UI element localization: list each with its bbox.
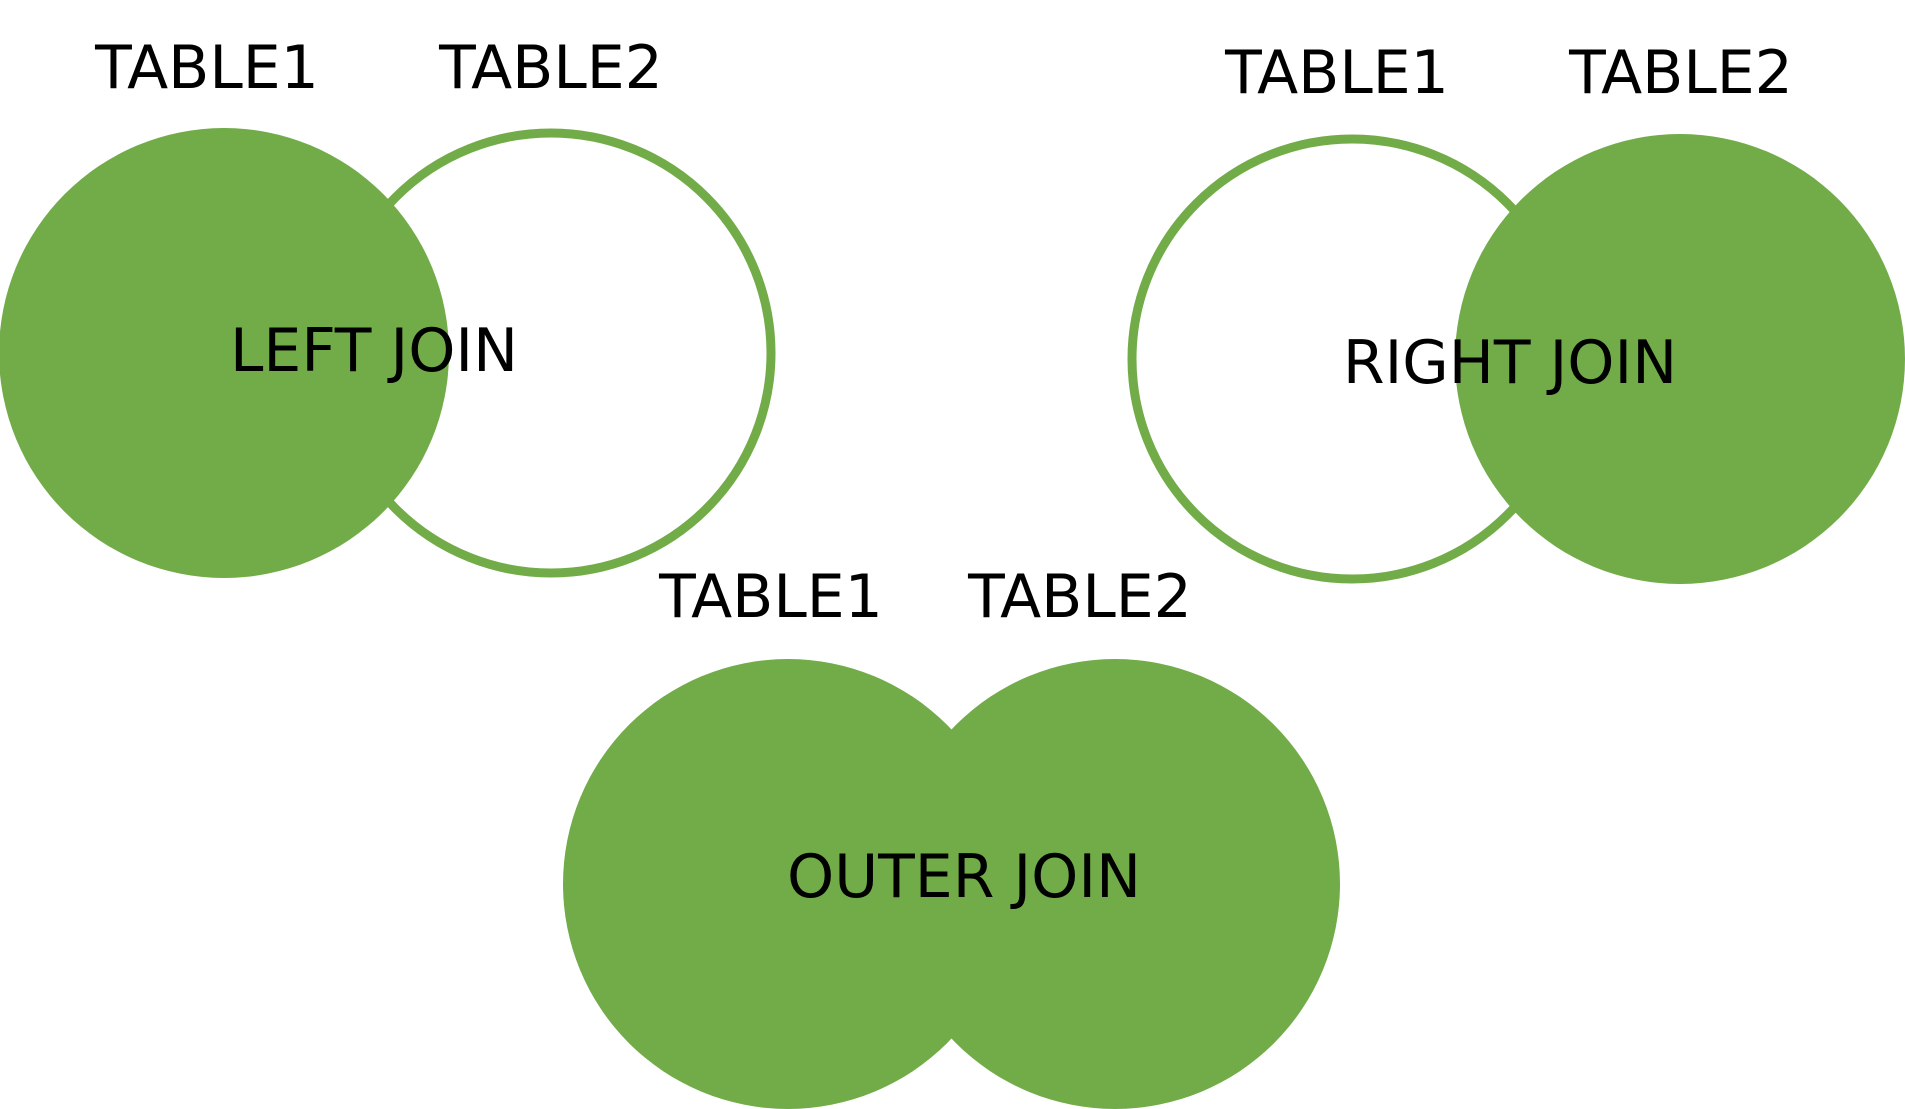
left-join-table1-label: TABLE1: [94, 33, 319, 103]
outer-join-table1-label: TABLE1: [658, 562, 883, 632]
right-join-table1-label: TABLE1: [1224, 38, 1449, 108]
left-join-diagram: TABLE1 TABLE2 LEFT JOIN: [0, 33, 776, 578]
left-join-table1-circle: [0, 128, 449, 578]
outer-join-diagram: TABLE1 TABLE2 OUTER JOIN: [563, 562, 1340, 1109]
outer-join-table2-label: TABLE2: [967, 562, 1192, 632]
right-join-table2-label: TABLE2: [1568, 38, 1793, 108]
outer-join-table2-circle: [890, 659, 1340, 1109]
right-join-table2-circle: [1455, 134, 1905, 584]
left-join-table2-label: TABLE2: [438, 33, 663, 103]
right-join-diagram: TABLE1 TABLE2 RIGHT JOIN: [1127, 38, 1905, 584]
left-join-label: LEFT JOIN: [230, 316, 518, 386]
right-join-label: RIGHT JOIN: [1343, 328, 1677, 398]
outer-join-label: OUTER JOIN: [787, 842, 1141, 912]
outer-join-table1-circle: [563, 659, 1013, 1109]
